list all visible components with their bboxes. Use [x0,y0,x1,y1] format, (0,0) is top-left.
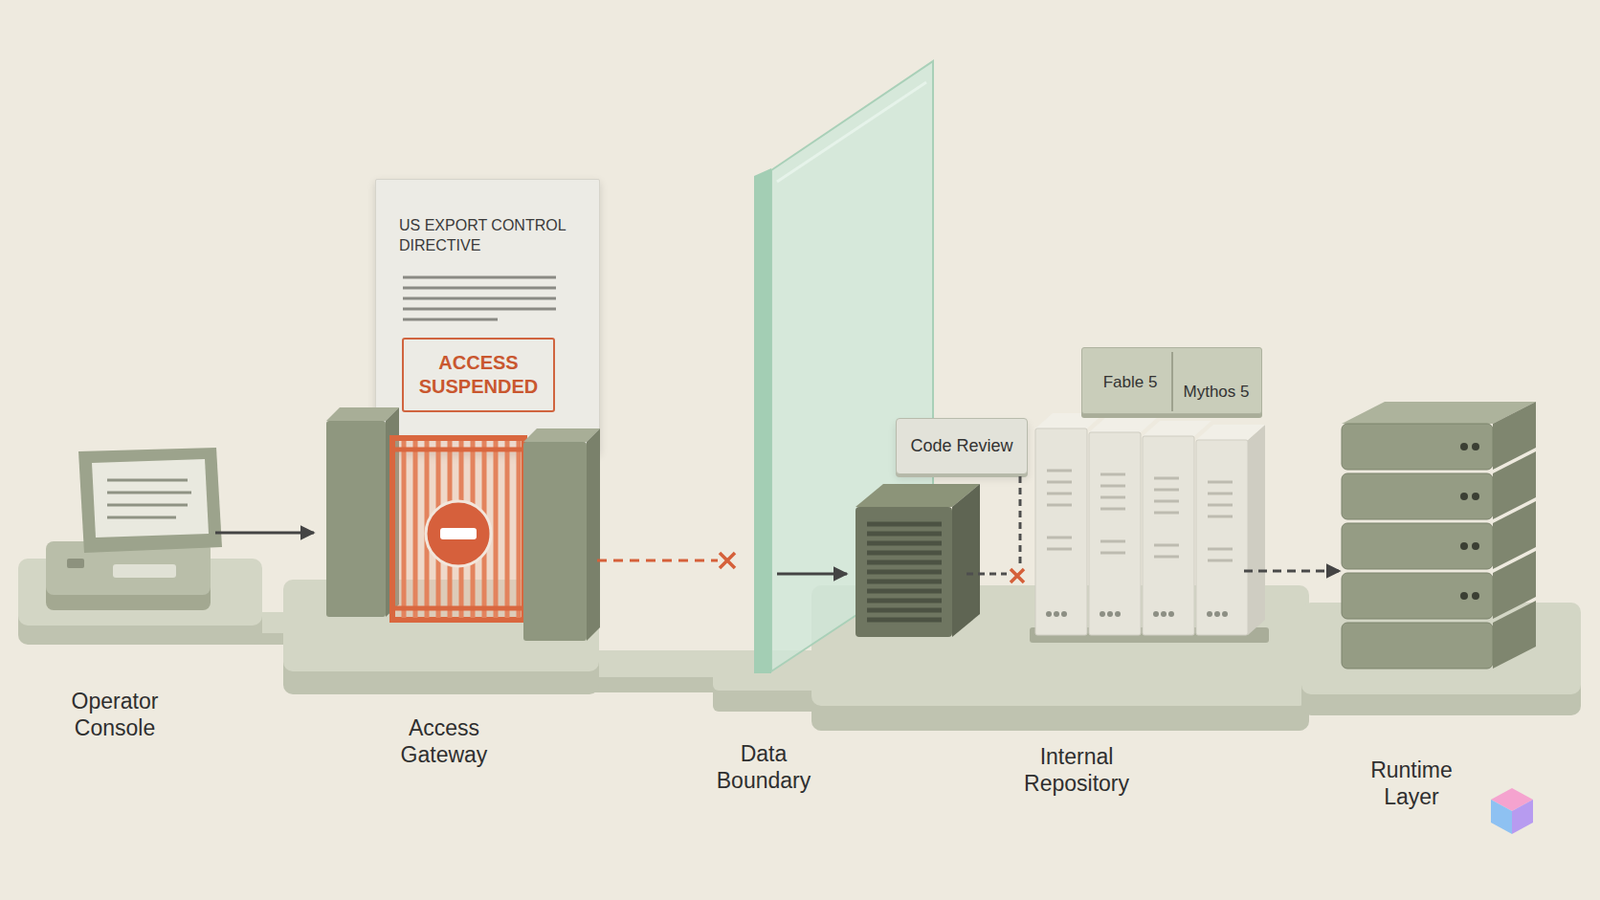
stage-node: Operator Console [38,449,216,737]
rack-cabinet [1196,440,1248,636]
gate-pillar [326,421,386,618]
rack-cabinet [1088,432,1141,636]
document-heading: US EXPORT CONTROL DIRECTIVE [399,215,586,256]
stage-label: Runtime Layer [1349,756,1474,811]
stage-label: Internal Repository [1014,743,1139,798]
rack-led [1107,611,1113,618]
stage-node: Internal RepositoryCode ReviewFable 5Myt… [846,347,1245,807]
blocked-mark [1010,569,1024,583]
flow-connector [215,532,314,535]
server-led [1471,592,1480,600]
rack-led [1099,611,1106,618]
document-lines [402,277,556,320]
server-side [952,484,980,638]
review-leader [966,476,1021,575]
no-entry-sign [425,501,491,567]
pillar-top [523,428,600,443]
server-side [1492,401,1536,470]
glass-edge [754,168,772,674]
server-front [855,507,953,638]
server-led [1471,542,1480,551]
server-leds [1460,443,1480,600]
flow-connector [777,573,847,577]
rack-led [1153,611,1159,618]
server-grill [866,524,942,621]
rack-led [1206,611,1213,618]
stamp-text: ACCESS SUSPENDED [403,351,554,400]
rack-cabinet [1142,436,1195,636]
gate-pillar [523,442,587,642]
server-led [1460,492,1468,501]
rack-led [1222,611,1228,618]
stage-node: Data Boundary [734,61,778,808]
document-card: US EXPORT CONTROL DIRECTIVE ACCESS SUSPEN… [375,178,600,454]
rack-top [1142,421,1212,437]
rack-led [1061,611,1067,618]
server-led [1471,492,1480,501]
model-name: Fable 5 [1086,372,1175,394]
no-entry-bar [440,528,477,540]
screen-lines [107,480,192,518]
stage-label: Data Boundary [701,740,826,795]
blocked-mark [719,553,735,569]
stage-node: Runtime Layer [1339,400,1536,812]
gate-frame [392,438,525,621]
server-unit [1341,622,1493,669]
rack-led [1214,611,1221,618]
tag-divider [1171,352,1174,412]
flow-connector [1244,570,1340,574]
console-keyboard [112,564,177,578]
platform-strip [588,650,733,678]
flow-connector [597,559,718,563]
gate-rails [392,449,525,609]
server-led [1460,542,1468,551]
rack-led [1160,611,1167,618]
pillar-side [586,428,600,642]
server-unit [1341,423,1493,470]
rack-top [1088,417,1158,433]
console-button [66,558,85,569]
status-stamp: ACCESS SUSPENDED [401,337,556,413]
rack-side [1247,424,1266,636]
glass-highlight [777,82,927,182]
console-monitor [78,447,223,554]
model-name: Mythos 5 [1172,381,1261,403]
rack-led [1168,611,1175,618]
rack-leds [1045,611,1228,618]
rack-top [1196,424,1266,441]
server-led [1460,443,1468,451]
stage-label: Operator Console [52,688,178,742]
console-screen [91,459,209,538]
server-unit [1341,523,1493,570]
rack-led [1114,611,1121,618]
rack-led [1053,611,1060,618]
server-unit [1341,473,1493,520]
stage-label: Access Gateway [381,714,507,769]
tag-text: Code Review [896,435,1027,457]
logo-face [1511,800,1534,835]
review-tag: Code Review [895,418,1028,475]
rack-top [1035,413,1105,429]
logo-face [1490,800,1512,835]
gate-bars [403,441,519,619]
rack-led [1045,611,1052,618]
server-unit [1341,573,1493,620]
server-led [1471,443,1480,451]
rack-slots [1046,470,1233,561]
rack-cabinet [1035,428,1088,636]
server-led [1460,592,1468,600]
